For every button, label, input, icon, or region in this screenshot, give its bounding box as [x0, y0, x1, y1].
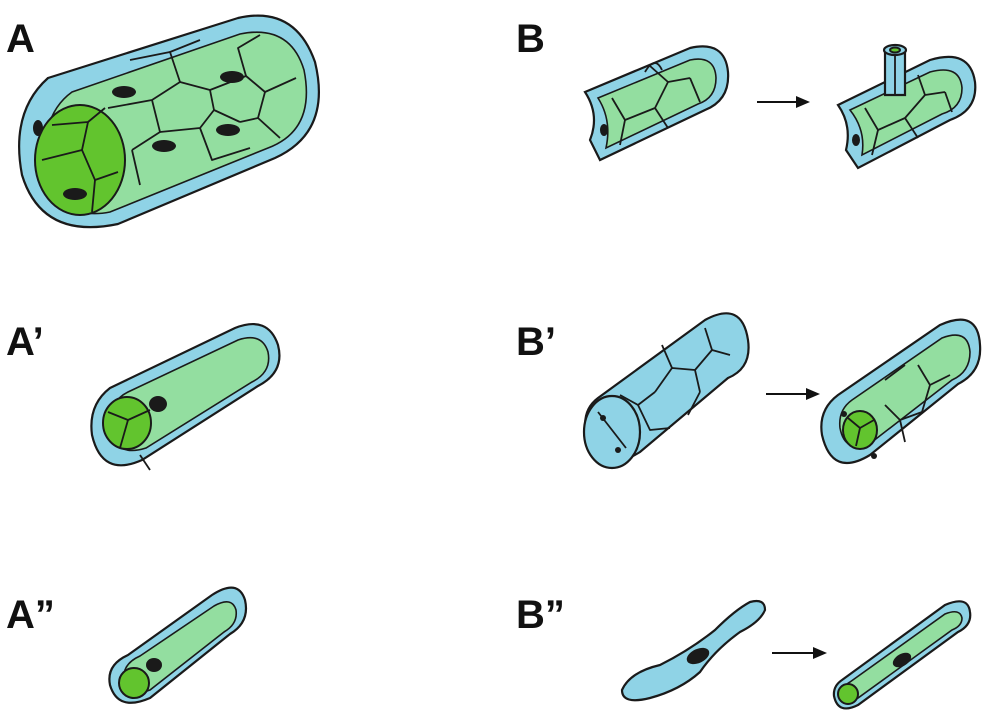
panel-label-b: B — [516, 17, 545, 61]
panel-label-b-double-prime: B” — [516, 593, 565, 637]
arrow-b-prime — [766, 388, 820, 400]
panel-label-b-prime: B’ — [516, 320, 556, 364]
arrow-b — [757, 96, 810, 108]
arrow-b-double-prime — [772, 647, 827, 659]
panel-a-prime-tube — [91, 324, 279, 470]
panel-label-a: A — [6, 17, 35, 61]
panel-a-tube — [19, 16, 319, 228]
panel-b-prime-cord — [584, 313, 749, 468]
panel-b-prime-tube — [821, 320, 980, 463]
panel-b-double-prime-cell — [622, 601, 765, 700]
panel-b-tube-before — [585, 46, 728, 160]
panel-label-a-prime: A’ — [6, 320, 44, 364]
panel-b-tube-after — [838, 45, 975, 168]
panel-a-double-prime-tube — [109, 588, 246, 703]
panel-b-double-prime-tube — [834, 601, 970, 708]
panel-label-a-double-prime: A” — [6, 593, 55, 637]
